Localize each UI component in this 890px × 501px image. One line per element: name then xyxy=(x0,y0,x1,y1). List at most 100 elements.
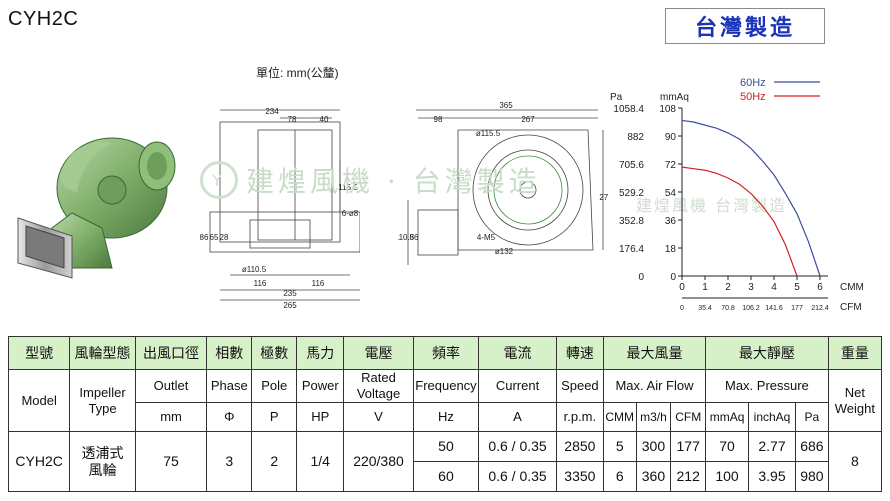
cell-inchaq-60: 3.95 xyxy=(747,461,797,492)
x-tick-cmm: 4 xyxy=(771,282,777,293)
unit-mmaq: mmAq xyxy=(705,402,749,432)
dim-65: 65 xyxy=(210,233,219,242)
data-row-50hz: CYH2C 透浦式 風輪 75 3 2 1/4 220/380 50 0.6 /… xyxy=(7,431,883,492)
unit-note: 單位: mm(公釐) xyxy=(256,66,339,80)
x-tick-cmm: 2 xyxy=(725,282,731,293)
th-zh-speed: 轉速 xyxy=(555,336,604,370)
y-right-tick: 72 xyxy=(665,160,677,171)
y-left-tick: 176.4 xyxy=(619,244,644,255)
cell-m3h-60: 360 xyxy=(635,461,672,492)
cell-phase: 3 xyxy=(206,431,253,492)
th-zh-power: 馬力 xyxy=(296,336,345,370)
dim-116-left: 116 xyxy=(254,279,267,288)
y-left-tick: 352.8 xyxy=(619,216,644,227)
unit-pole: P xyxy=(251,402,298,432)
th-zh-weight: 重量 xyxy=(827,336,883,370)
cell-mmaq-50: 70 xyxy=(705,431,749,462)
x-tick-cfm: 35.4 xyxy=(698,305,712,312)
cell-cmm-50: 5 xyxy=(602,431,637,462)
y-left-tick: 1058.4 xyxy=(613,104,644,115)
th-en-weight: Net Weight xyxy=(827,369,883,432)
x-tick-cfm: 177 xyxy=(791,305,803,312)
cell-freq-50: 50 xyxy=(412,431,480,462)
dim-115-5: 115.5 xyxy=(338,183,358,192)
dim-86-front: 86 xyxy=(410,233,419,242)
unit-rpm: r.p.m. xyxy=(555,402,604,432)
y-right-label: mmAq xyxy=(660,92,689,103)
cell-pa-50: 686 xyxy=(795,431,829,462)
th-zh-airflow: 最大風量 xyxy=(602,336,707,370)
model-title: CYH2C xyxy=(8,8,79,30)
th-zh-pressure: 最大靜壓 xyxy=(705,336,829,370)
cell-current-60: 0.6 / 0.35 xyxy=(478,461,557,492)
unit-mm: mm xyxy=(134,402,208,432)
y-left-tick: 0 xyxy=(638,272,644,283)
cell-voltage: 220/380 xyxy=(343,431,414,492)
th-en-impeller: Impeller Type xyxy=(69,369,136,432)
unit-hz: Hz xyxy=(412,402,480,432)
cell-freq-60: 60 xyxy=(412,461,480,492)
y-right-tick: 54 xyxy=(665,188,677,199)
y-right-tick: 36 xyxy=(665,216,677,227)
unit-phase: Φ xyxy=(206,402,253,432)
cell-impeller: 透浦式 風輪 xyxy=(69,431,136,492)
header-row-zh: 型號 風輪型態 出風口徑 相數 極數 馬力 電壓 頻率 電流 轉速 最大風量 最… xyxy=(7,336,883,370)
cell-power: 1/4 xyxy=(296,431,345,492)
cell-cfm-60: 212 xyxy=(670,461,707,492)
dim-28: 28 xyxy=(220,233,229,242)
th-en-speed: Speed xyxy=(555,369,604,403)
y-right-tick: 108 xyxy=(659,104,676,115)
cell-m3h-50: 300 xyxy=(635,431,672,462)
spec-table: 型號 風輪型態 出風口徑 相數 極數 馬力 電壓 頻率 電流 轉速 最大風量 最… xyxy=(7,336,883,492)
x-tick-cfm: 212.4 xyxy=(811,305,829,312)
th-zh-frequency: 頻率 xyxy=(412,336,480,370)
dim-40: 40 xyxy=(320,115,329,124)
dim-4-m5: 4-M5 xyxy=(477,233,496,242)
dim-110-5-front: ø110.5 xyxy=(398,233,415,242)
cell-pole: 2 xyxy=(251,431,298,492)
dim-265: 265 xyxy=(283,301,297,310)
x-label-cmm: CMM xyxy=(840,282,864,293)
made-in-taiwan-badge: 台灣製造 xyxy=(665,8,825,44)
x-tick-cmm: 1 xyxy=(702,282,708,293)
x-tick-cmm: 5 xyxy=(794,282,800,293)
th-en-pole: Pole xyxy=(251,369,298,403)
cell-mmaq-60: 100 xyxy=(705,461,749,492)
watermark-small: 建煌風機 台灣製造 xyxy=(636,196,788,215)
x-tick-cmm: 0 xyxy=(679,282,685,293)
legend-label-50Hz: 50Hz xyxy=(740,91,766,103)
y-right-tick: 18 xyxy=(665,244,677,255)
unit-inchaq: inchAq xyxy=(747,402,797,432)
blower-photo xyxy=(17,137,176,279)
th-en-pressure: Max. Pressure xyxy=(705,369,829,403)
y-left-label: Pa xyxy=(610,92,623,103)
th-en-outlet: Outlet xyxy=(134,369,208,403)
th-en-power: Power xyxy=(296,369,345,403)
cell-inchaq-50: 2.77 xyxy=(747,431,797,462)
dim-86: 86 xyxy=(200,233,209,242)
cell-cfm-50: 177 xyxy=(670,431,707,462)
y-left-tick: 882 xyxy=(627,132,644,143)
dim-78: 78 xyxy=(288,115,297,124)
dim-6-holes: 6-ø8 xyxy=(342,209,359,218)
cell-outlet: 75 xyxy=(134,431,208,492)
header-row-en: Model Impeller Type Outlet Phase Pole Po… xyxy=(7,369,883,432)
unit-a: A xyxy=(478,402,557,432)
side-view-drawing: 234 78 40 115.5 6-ø8 86 65 28 ø110.5 116… xyxy=(200,107,360,310)
th-zh-impeller: 風輪型態 xyxy=(69,336,136,370)
front-view-drawing: 98 365 267 ø115.5 278 4-M5 ø132 ø110.5 8… xyxy=(398,101,608,265)
dim-365: 365 xyxy=(499,101,513,110)
th-zh-pole: 極數 xyxy=(251,336,298,370)
th-en-phase: Phase xyxy=(206,369,253,403)
dim-110-5: ø110.5 xyxy=(242,265,267,274)
cell-speed-60: 3350 xyxy=(555,461,604,492)
th-zh-current: 電流 xyxy=(478,336,557,370)
y-left-tick: 705.6 xyxy=(619,160,644,171)
dim-115-5-front: ø115.5 xyxy=(476,129,501,138)
unit-cfm: CFM xyxy=(670,402,707,432)
dim-234: 234 xyxy=(265,107,279,116)
unit-hp: HP xyxy=(296,402,345,432)
th-zh-model: 型號 xyxy=(7,336,71,370)
dim-235: 235 xyxy=(283,289,297,298)
